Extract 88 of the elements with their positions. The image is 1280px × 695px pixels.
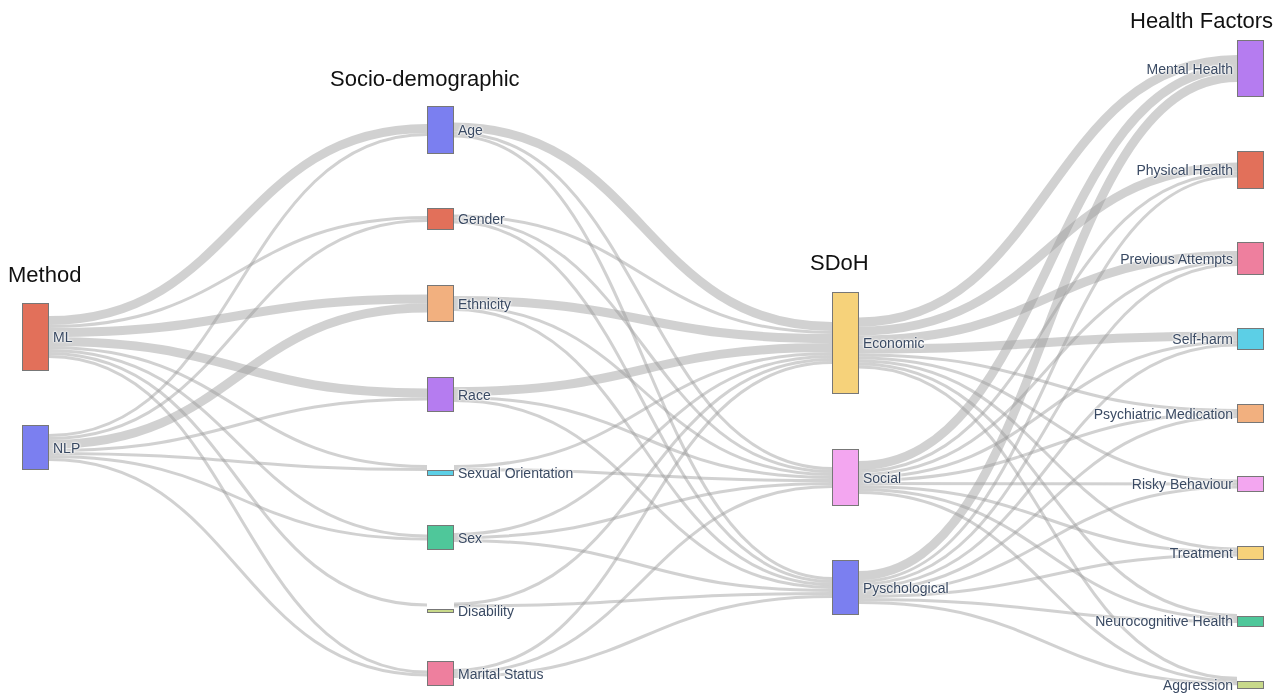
sankey-link [858, 485, 1238, 554]
sankey-link [454, 468, 832, 482]
sankey-link [48, 294, 428, 337]
node-label: Social [863, 469, 902, 486]
sankey-link [858, 331, 1238, 354]
node-label: Pyschological [863, 579, 949, 596]
sankey-link [858, 553, 1238, 598]
sankey-link [453, 358, 833, 606]
column-heading: SDoH [810, 250, 869, 276]
sankey-link [453, 305, 833, 476]
node-label: Disability [458, 603, 514, 619]
node-label: Treatment [1169, 545, 1233, 561]
sankey-link [454, 592, 832, 608]
sankey-link [48, 219, 428, 440]
node-label: Sexual Orientation [458, 465, 574, 481]
sankey-link [453, 296, 833, 343]
sankey-link [48, 397, 428, 452]
sankey-link [858, 412, 1238, 482]
sankey-link [859, 482, 1237, 486]
sankey-link [48, 124, 428, 325]
sankey-link [858, 171, 1238, 473]
sankey-link [48, 352, 428, 607]
node-label: Previous Attempts [1120, 250, 1233, 267]
sankey-link [453, 131, 833, 470]
sankey-link [453, 220, 833, 583]
sankey-link [453, 482, 833, 539]
sankey-link [858, 64, 1238, 470]
sankey-link [48, 133, 428, 437]
sankey-link [858, 601, 1238, 686]
sankey-link [858, 365, 1238, 680]
node-label: Physical Health [1136, 162, 1233, 178]
sankey-link [858, 491, 1238, 683]
sankey-link [48, 337, 428, 398]
node-label: NLP [53, 439, 81, 456]
sankey-link [48, 346, 428, 468]
sankey-link [858, 488, 1238, 620]
sankey-link [858, 260, 1238, 476]
sankey-link [453, 539, 833, 592]
sankey-link [453, 361, 833, 672]
node-label: Neurocognitive Health [1095, 613, 1233, 629]
node-label: Age [458, 122, 483, 138]
sankey-link [858, 162, 1238, 336]
sankey-link [859, 598, 1237, 623]
sankey-link [858, 55, 1238, 327]
sankey-link [453, 352, 833, 468]
sankey-link [858, 263, 1238, 586]
sankey-link [48, 355, 428, 674]
sankey-link [453, 343, 833, 396]
sankey-link [453, 214, 833, 334]
sankey-link [48, 303, 428, 449]
sankey-link [453, 485, 833, 675]
sankey-link [453, 595, 833, 678]
sankey-link [858, 362, 1238, 617]
node-label: Race [458, 386, 491, 403]
sankey-link [453, 308, 833, 586]
node-label: Gender [458, 211, 505, 227]
sankey-link [858, 343, 1238, 589]
sankey-link [49, 452, 427, 471]
node-label: Risky Behaviour [1131, 476, 1233, 492]
sankey-link [858, 353, 1238, 412]
sankey-link [453, 396, 833, 479]
sankey-link [453, 217, 833, 473]
sankey-link [858, 415, 1238, 592]
node-label: Ethnicity [458, 295, 511, 312]
node-label: Aggression [1162, 677, 1233, 693]
sankey-link [453, 399, 833, 589]
sankey-link [858, 251, 1238, 345]
sankey-link [48, 349, 428, 538]
node-label: Self-harm [1172, 331, 1233, 347]
node-label: Marital Status [458, 665, 544, 682]
sankey-link [453, 355, 833, 536]
sankey-link [453, 134, 833, 580]
sankey-link [858, 174, 1238, 583]
sankey-link [858, 73, 1238, 580]
node-label: Mental Health [1146, 60, 1233, 77]
sankey-link [48, 216, 428, 328]
node-label: ML [53, 329, 73, 345]
sankey-link [858, 359, 1238, 551]
column-heading: Health Factors [1130, 8, 1274, 34]
sankey-link [48, 455, 428, 541]
node-label: Economic [863, 335, 925, 351]
column-heading: Method [8, 262, 82, 288]
column-heading: Socio-demographic [330, 66, 520, 92]
node-label: Sex [458, 529, 483, 546]
node-label: Psychiatric Medication [1093, 405, 1233, 422]
sankey-link [48, 458, 428, 677]
sankey-link [453, 122, 833, 331]
sankey-link [858, 485, 1238, 595]
